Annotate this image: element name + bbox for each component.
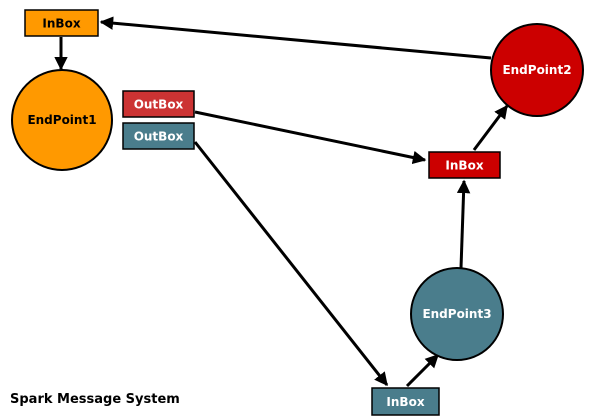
endpoint-1-circle bbox=[11, 69, 113, 171]
edge-endpoint2-to-inbox1 bbox=[99, 16, 492, 60]
endpoint-2-circle bbox=[490, 23, 584, 117]
edge-inbox2-to-endpoint2 bbox=[472, 104, 509, 151]
inbox-endpoint-2: InBox bbox=[428, 151, 501, 179]
edge-inbox3-to-endpoint3 bbox=[405, 353, 440, 388]
endpoint-2: EndPoint2 bbox=[490, 23, 584, 117]
outbox-endpoint-1-red: OutBox bbox=[122, 90, 195, 118]
edge-endpoint3-to-inbox2 bbox=[456, 179, 471, 269]
endpoint-3: EndPoint3 bbox=[410, 267, 504, 361]
diagram-title: Spark Message System bbox=[10, 392, 180, 407]
outbox-endpoint-1-red-label: OutBox bbox=[134, 98, 184, 112]
edges-layer bbox=[54, 16, 509, 388]
inbox-endpoint-1-rect bbox=[24, 9, 99, 37]
outbox-endpoint-1-red-rect bbox=[122, 90, 195, 118]
outbox-endpoint-1-teal-rect bbox=[122, 122, 195, 150]
endpoint-2-label: EndPoint2 bbox=[502, 63, 571, 77]
endpoint-3-circle bbox=[410, 267, 504, 361]
endpoint-1: EndPoint1 bbox=[11, 69, 113, 171]
endpoint-3-label: EndPoint3 bbox=[422, 307, 491, 321]
inbox-endpoint-3-label: InBox bbox=[386, 395, 424, 409]
edge-outbox1b-to-inbox3 bbox=[193, 141, 389, 387]
inbox-endpoint-2-label: InBox bbox=[445, 159, 483, 173]
inbox-endpoint-1: InBox bbox=[24, 9, 99, 37]
outbox-endpoint-1-teal: OutBox bbox=[122, 122, 195, 150]
edge-outbox1a-to-inbox2 bbox=[194, 110, 427, 165]
inbox-endpoint-3: InBox bbox=[371, 387, 440, 416]
inbox-endpoint-2-rect bbox=[428, 151, 501, 179]
outbox-endpoint-1-teal-label: OutBox bbox=[134, 130, 184, 144]
inbox-endpoint-3-rect bbox=[371, 387, 440, 416]
inbox-endpoint-1-label: InBox bbox=[42, 17, 80, 31]
endpoint-1-label: EndPoint1 bbox=[27, 113, 96, 127]
